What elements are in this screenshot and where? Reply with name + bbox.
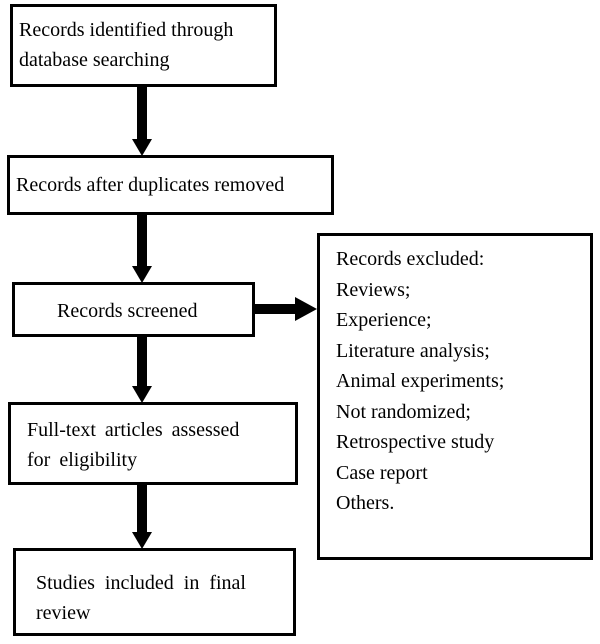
arrow-screened-to-excluded-head [295, 297, 317, 321]
excluded-reason-retrospective-study: Retrospective study [336, 431, 495, 453]
records-after-duplicates-box: Records after duplicates removed [7, 155, 334, 215]
full-text-assessed-line-2: for eligibility [27, 449, 138, 471]
arrow-screened-to-fulltext-shaft [137, 337, 147, 386]
excluded-reason-not-randomized: Not randomized; [336, 400, 471, 423]
arrow-duplicates-to-screened-shaft [137, 215, 147, 266]
excluded-reason-experience: Experience; [336, 309, 432, 331]
records-excluded-box: Records excluded: Reviews; Experience; L… [317, 233, 593, 560]
arrow-screened-to-excluded-shaft [255, 304, 295, 314]
excluded-reason-case-report: Case report [336, 461, 428, 484]
studies-included-line-1: Studies included in final [36, 572, 246, 594]
studies-included-line-2: review [36, 602, 91, 624]
records-identified-line-2: database searching [19, 49, 170, 71]
excluded-reason-literature-analysis: Literature analysis; [336, 339, 490, 362]
records-identified-box: Records identified through database sear… [10, 4, 277, 87]
excluded-reason-reviews: Reviews; [336, 278, 411, 301]
excluded-reason-animal-experiments: Animal experiments; [336, 370, 505, 392]
arrow-fulltext-to-included-head [132, 532, 152, 549]
excluded-reason-others: Others. [336, 492, 395, 514]
arrow-fulltext-to-included-shaft [137, 485, 147, 532]
full-text-assessed-line-1: Full-text articles assessed [27, 419, 240, 441]
arrow-duplicates-to-screened-head [132, 266, 152, 283]
arrow-identified-to-duplicates-head [132, 139, 152, 156]
records-excluded-heading: Records excluded: [336, 248, 485, 270]
arrow-identified-to-duplicates-shaft [137, 87, 147, 139]
arrow-screened-to-fulltext-head [132, 386, 152, 403]
records-identified-line-1: Records identified through [19, 19, 234, 41]
records-after-duplicates-line-1: Records after duplicates removed [16, 174, 285, 196]
records-screened-box: Records screened [12, 282, 255, 337]
records-screened-line-1: Records screened [57, 300, 198, 322]
studies-included-box: Studies included in final review [13, 548, 296, 636]
full-text-assessed-box: Full-text articles assessed for eligibil… [8, 402, 298, 485]
